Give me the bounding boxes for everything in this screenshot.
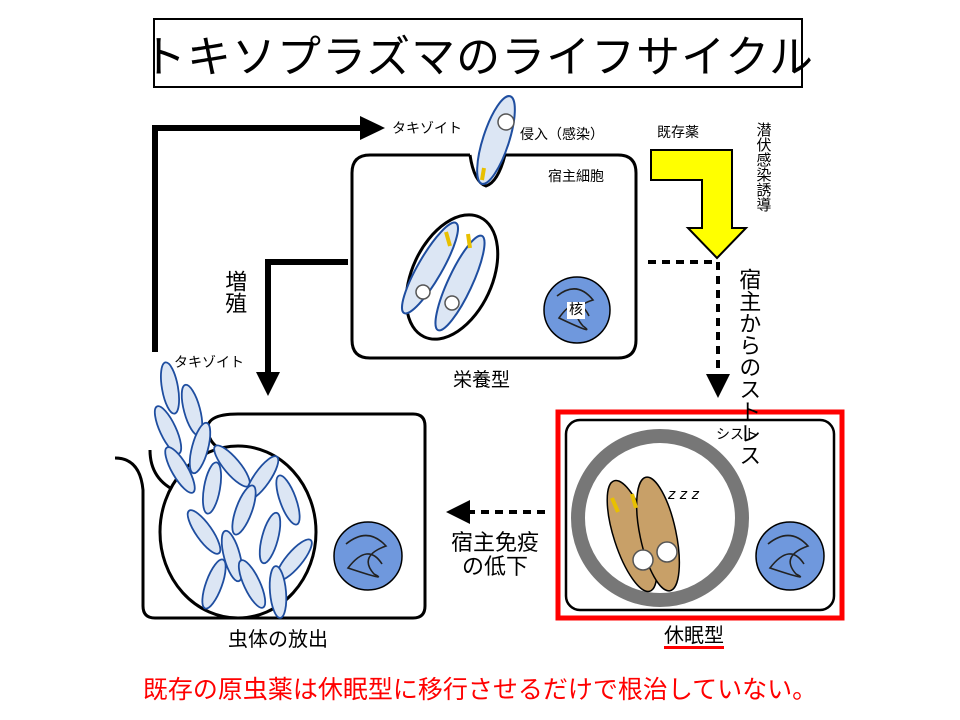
sleep-label: z z z [668,487,699,503]
stress-label: 宿主からのストレス [735,268,761,466]
immunity-decline-label: 宿主免疫の低下 [450,531,539,581]
invading-tachyzoite [476,95,516,185]
stress-arrow [648,260,730,398]
existing-drug-label: 既存薬 [657,125,699,141]
immunity-arrow [446,500,545,524]
drug-arrow [650,149,749,260]
release-box [114,361,427,620]
nucleus-label: 核 [567,302,585,320]
dormant-cyst-box [555,409,845,621]
page-title: トキソプラズマのライフサイクル [142,18,813,88]
trophozoite-label: 栄養型 [453,369,511,391]
latent-infection-label: 潜伏感染誘導 [754,122,773,212]
invasion-label: 侵入（感染） [520,127,604,143]
reinfection-arrow [152,116,385,352]
cyst-label: シスト [716,427,758,443]
dormant-form-label: 休眠型 [664,623,724,647]
proliferation-label: 増殖 [221,270,247,314]
conclusion-caption: 既存の原虫薬は休眠型に移行させるだけで根治していない。 [142,675,818,704]
tachyzoite-label-left: タキゾイト [174,355,244,371]
host-cell-label: 宿主細胞 [548,169,604,185]
host-cell [350,153,638,360]
proliferation-arrow [256,259,348,396]
tachyzoite-label-top: タキゾイト [392,121,462,137]
parasite-release-label: 虫体の放出 [228,627,328,651]
